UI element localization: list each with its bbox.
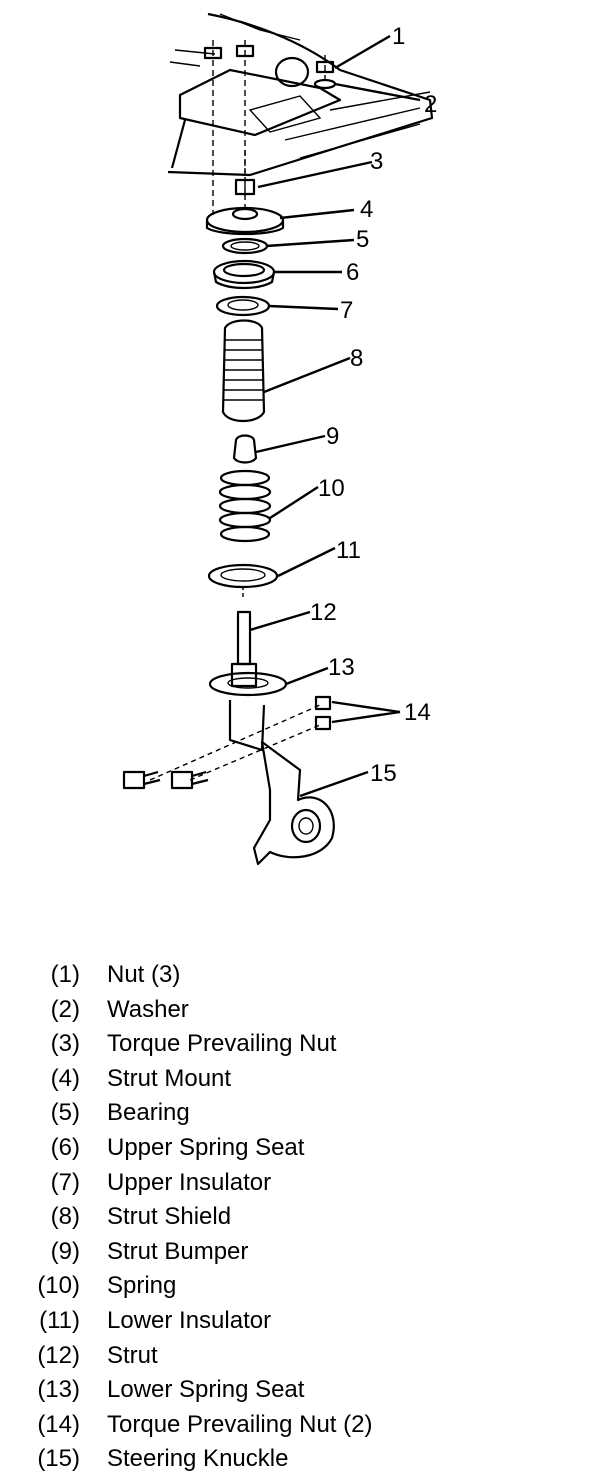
legend-row: (7) Upper Insulator (0, 1166, 608, 1201)
legend-number: (13) (37, 1376, 80, 1404)
legend-number: (3) (50, 1030, 80, 1058)
upper-insulator (215, 295, 271, 317)
legend-number: (1) (50, 961, 80, 988)
legend-number: (4) (50, 1064, 80, 1092)
callout-2: 2 (424, 91, 437, 118)
callout-9: 9 (326, 423, 339, 450)
legend-number: (10) (37, 1272, 80, 1300)
callout-7: 7 (340, 297, 353, 324)
callout-8: 8 (350, 345, 363, 372)
lower-spring-seat (208, 671, 288, 697)
legend-number: (8) (50, 1203, 80, 1231)
mount-studs (203, 40, 337, 215)
callout-4: 4 (360, 196, 373, 223)
bearing (221, 237, 269, 255)
coil-spring (218, 469, 272, 543)
callout-10: 10 (318, 475, 345, 502)
legend-number: (7) (50, 1168, 80, 1196)
strut-exploded-diagram: 1 2 3 4 5 6 7 8 9 10 11 12 13 14 15 (122, 12, 437, 866)
legend-label: Lower Insulator (107, 1306, 272, 1334)
legend-number: (14) (37, 1410, 80, 1438)
strut-shield (221, 319, 266, 423)
parts-legend: (1) Nut (3) (2) Washer (3) Torque Prevailin… (0, 958, 608, 1477)
legend-row: (1) Nut (3) (0, 958, 608, 993)
legend-number: (15) (37, 1445, 80, 1473)
legend-label: Strut (107, 1341, 158, 1369)
legend-row: (9) Strut Bumper (0, 1235, 608, 1270)
legend-row: (2) Washer (0, 993, 608, 1028)
callout-12: 12 (310, 599, 337, 626)
knuckle-nuts-and-bolts (122, 695, 332, 790)
torque-prevailing-nut-top (234, 150, 256, 210)
legend-number: (5) (50, 1099, 80, 1127)
legend-row: (15) Steering Knuckle (0, 1442, 608, 1477)
legend-label: Steering Knuckle (107, 1445, 289, 1473)
legend-row: (10) Spring (0, 1269, 608, 1304)
legend-label: Washer (107, 995, 189, 1023)
strut-mount (205, 206, 285, 236)
callout-5: 5 (356, 226, 369, 253)
callout-6: 6 (346, 259, 359, 286)
legend-row: (14) Torque Prevailing Nut (2) (0, 1408, 608, 1443)
legend-number: (12) (37, 1341, 80, 1369)
legend-label: Upper Spring Seat (107, 1133, 305, 1161)
legend-number: (9) (50, 1237, 80, 1265)
legend-row: (3) Torque Prevailing Nut (0, 1027, 608, 1062)
lower-insulator (207, 563, 279, 600)
legend-row: (11) Lower Insulator (0, 1304, 608, 1339)
legend-number: (11) (39, 1306, 80, 1334)
legend-row: (13) Lower Spring Seat (0, 1373, 608, 1408)
callout-14: 14 (404, 699, 431, 726)
upper-spring-seat (212, 259, 276, 290)
legend-row: (8) Strut Shield (0, 1200, 608, 1235)
legend-label: Strut Bumper (107, 1237, 249, 1265)
callout-3: 3 (370, 148, 383, 175)
callout-15: 15 (370, 760, 397, 787)
callout-labels: 1 2 3 4 5 6 7 8 9 10 11 12 13 14 15 (310, 23, 437, 787)
legend-label: Torque Prevailing Nut (107, 1030, 337, 1058)
leader-lines (249, 34, 421, 798)
legend-label: Upper Insulator (107, 1168, 272, 1196)
legend-row: (12) Strut (0, 1339, 608, 1374)
callout-11: 11 (336, 537, 361, 564)
steering-knuckle (252, 740, 335, 866)
strut-bumper (232, 434, 258, 464)
strut-tower-body (167, 12, 434, 177)
callout-13: 13 (328, 654, 355, 681)
legend-label: Nut (3) (107, 961, 181, 988)
legend-label: Lower Spring Seat (107, 1376, 305, 1404)
legend-label: Strut Mount (107, 1064, 232, 1092)
legend-label: Spring (107, 1272, 177, 1300)
callout-1: 1 (392, 23, 405, 50)
legend-row: (4) Strut Mount (0, 1062, 608, 1097)
legend-label: Torque Prevailing Nut (2) (107, 1410, 373, 1438)
legend-number: (6) (50, 1133, 80, 1161)
legend-label: Bearing (107, 1099, 190, 1127)
legend-row: (6) Upper Spring Seat (0, 1131, 608, 1166)
legend-row: (5) Bearing (0, 1096, 608, 1131)
legend-number: (2) (50, 995, 80, 1023)
strut (228, 610, 266, 752)
legend-label: Strut Shield (107, 1203, 232, 1231)
